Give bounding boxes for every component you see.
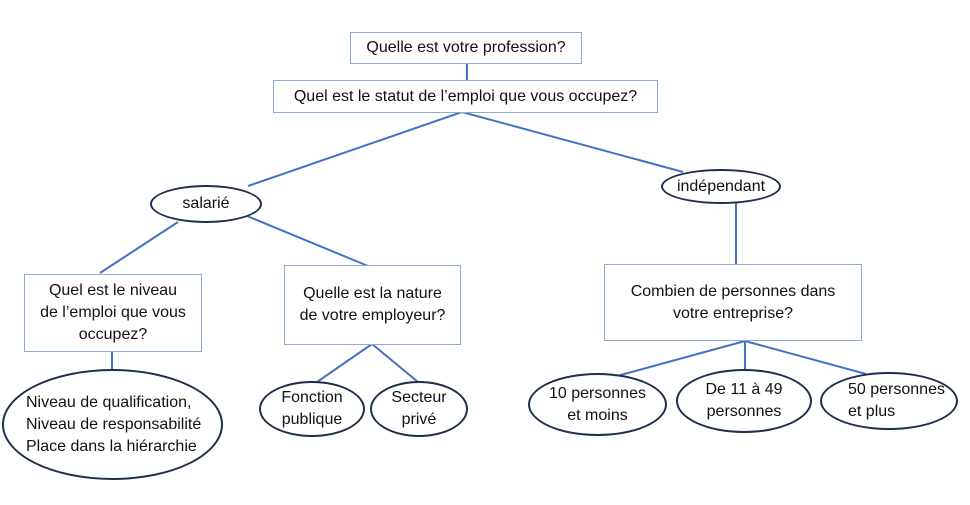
question-niveau-label: Quel est le niveau de l’emploi que vous … (40, 282, 186, 343)
connector-nature-fonction (316, 343, 373, 383)
question-combien-label: Combien de personnes dans votre entrepri… (630, 282, 836, 322)
connector-nature-secteur (371, 343, 419, 383)
outcome-niveau-details-label: Niveau de qualification, Niveau de respo… (26, 393, 202, 455)
question-nature: Quelle est la nature de votre employeur? (284, 265, 461, 345)
option-salarie-label: salarié (182, 195, 230, 212)
option-independant: indépendant (661, 169, 781, 204)
outcome-niveau-details: Niveau de qualification, Niveau de respo… (2, 369, 223, 480)
option-fonction-publique: Fonction publique (259, 381, 365, 437)
option-cinquante-et-plus: 50 personnes et plus (820, 372, 958, 430)
option-independant-label: indépendant (676, 177, 766, 195)
option-secteur-prive: Secteur privé (370, 381, 468, 437)
question-nature-label: Quelle est la nature de votre employeur? (299, 285, 446, 324)
connector-statut-salarie (247, 111, 463, 187)
option-onze-a-49: De 11 à 49 personnes (676, 369, 812, 433)
connector-combien-dix (605, 340, 746, 380)
connector-salarie-niveau (99, 221, 179, 274)
option-secteur-prive-label: Secteur privé (391, 389, 447, 428)
option-dix-et-moins-label: 10 personnes et moins (549, 384, 646, 424)
option-cinquante-et-plus-label: 50 personnes et plus (848, 381, 945, 420)
connector-combien-cinquante (744, 340, 867, 375)
connector-salarie-nature (246, 215, 369, 267)
question-statut: Quel est le statut de l’emploi que vous … (273, 80, 658, 113)
connector-statut-independant (461, 111, 684, 173)
question-profession: Quelle est votre profession? (350, 32, 582, 64)
option-fonction-publique-label: Fonction publique (281, 389, 343, 428)
option-onze-a-49-label: De 11 à 49 personnes (705, 381, 783, 420)
option-salarie: salarié (150, 185, 262, 223)
question-combien: Combien de personnes dans votre entrepri… (604, 264, 862, 341)
question-niveau: Quel est le niveau de l’emploi que vous … (24, 274, 202, 352)
question-profession-label: Quelle est votre profession? (366, 39, 566, 56)
question-statut-label: Quel est le statut de l’emploi que vous … (293, 87, 638, 105)
option-dix-et-moins: 10 personnes et moins (528, 373, 667, 436)
